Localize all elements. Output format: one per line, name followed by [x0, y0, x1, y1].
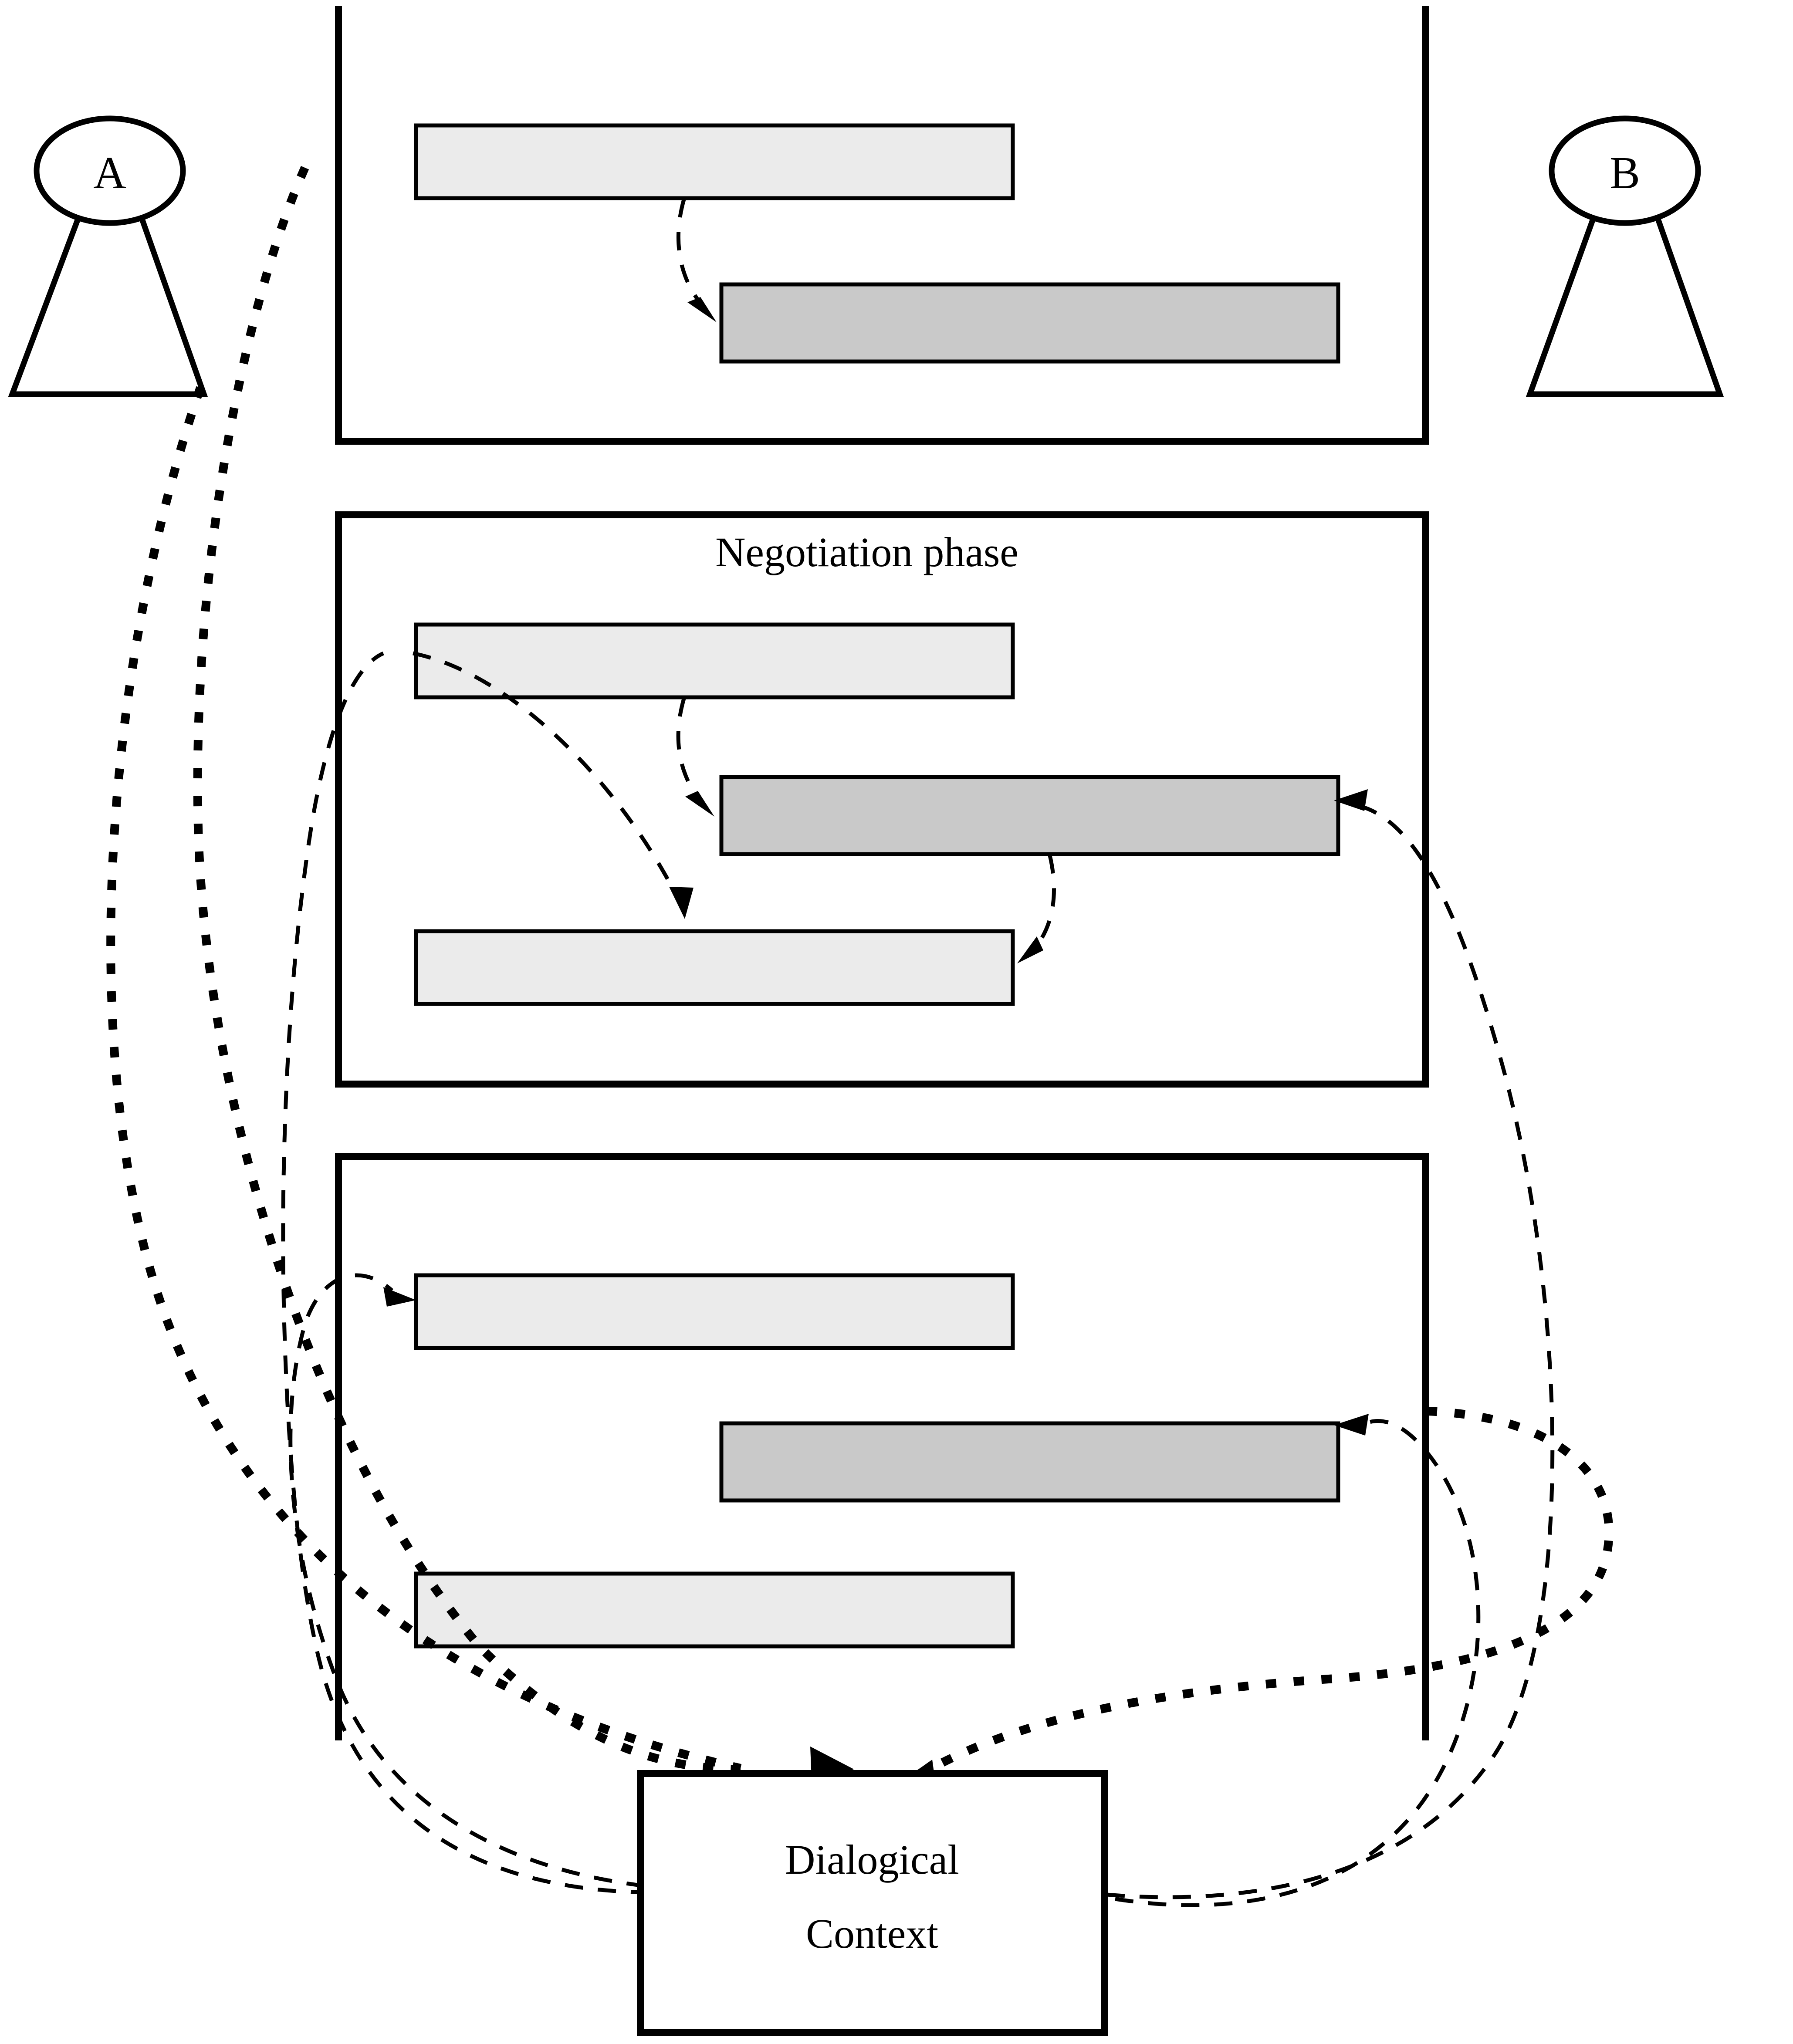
- actor-a-head: [34, 115, 186, 226]
- panel-negotiation-link-a1-sweep-arrowhead: [669, 887, 694, 919]
- actor-b-body: [1526, 216, 1724, 397]
- panel-negotiation-link-b-to-a2: [1028, 855, 1056, 956]
- panel-top: [335, 6, 1429, 445]
- actor-a-body: [8, 216, 208, 397]
- dialogical-context-frame: [637, 1770, 1108, 2036]
- panel-bottom: [335, 1153, 1429, 1740]
- actor-a-label: A: [93, 147, 126, 198]
- panel-bottom-bar-light-a1: [414, 1273, 1015, 1350]
- actor-a: A: [8, 115, 208, 397]
- link-actor-a-to-context-inner: [193, 166, 741, 1774]
- panel-negotiation: Negotiation phase: [335, 511, 1429, 1088]
- panel-top-link-a-to-b-arrowhead: [687, 297, 717, 322]
- panel-negotiation-bar-light-a2: [414, 929, 1015, 1006]
- panel-negotiation-link-a1-sweep: [413, 651, 679, 899]
- panel-bottom-frame: [335, 1153, 1429, 1740]
- panel-negotiation-bar-dark-b: [719, 775, 1340, 856]
- panel-bottom-bar-light-a2: [414, 1571, 1015, 1649]
- panel-negotiation-link-a1-to-b-arrowhead: [685, 791, 714, 817]
- panel-top-bar-light-a: [414, 123, 1015, 200]
- link-context-to-panel-negotiation-b-arrowhead: [1334, 789, 1368, 811]
- actor-b: B: [1526, 115, 1724, 397]
- dialogical-context-box: Dialogical Context: [637, 1770, 1108, 2036]
- link-context-to-panel-negotiation-b: [1106, 803, 1555, 1899]
- panel-negotiation-link-a1-to-b: [676, 698, 704, 805]
- actor-b-label: B: [1610, 147, 1640, 198]
- link-context-to-panel-bottom-a1-arrowhead: [383, 1287, 416, 1307]
- panel-negotiation-frame: [335, 511, 1429, 1088]
- panel-negotiation-bar-light-a1: [414, 622, 1015, 699]
- link-actor-b-to-context: [921, 1407, 1614, 1777]
- link-context-to-panel-bottom-b-arrowhead: [1334, 1414, 1369, 1436]
- dialogical-context-line2: Context: [806, 1910, 938, 1957]
- panel-negotiation-link-b-to-a2-arrowhead: [1017, 936, 1043, 963]
- panel-negotiation-title: Negotiation phase: [715, 529, 1018, 575]
- dialogical-context-line1: Dialogical: [785, 1836, 959, 1883]
- panel-top-link-a-to-b: [676, 199, 707, 311]
- link-actor-a-to-context-outer: [106, 386, 742, 1773]
- panel-bottom-bar-dark-b: [719, 1421, 1340, 1503]
- link-context-to-panel-negotiation-a1: [281, 651, 650, 1895]
- actor-b-head: [1549, 115, 1701, 226]
- panel-top-bar-dark-b: [719, 282, 1340, 364]
- link-context-to-panel-bottom-b: [1115, 1419, 1481, 1907]
- panel-top-frame: [335, 6, 1429, 445]
